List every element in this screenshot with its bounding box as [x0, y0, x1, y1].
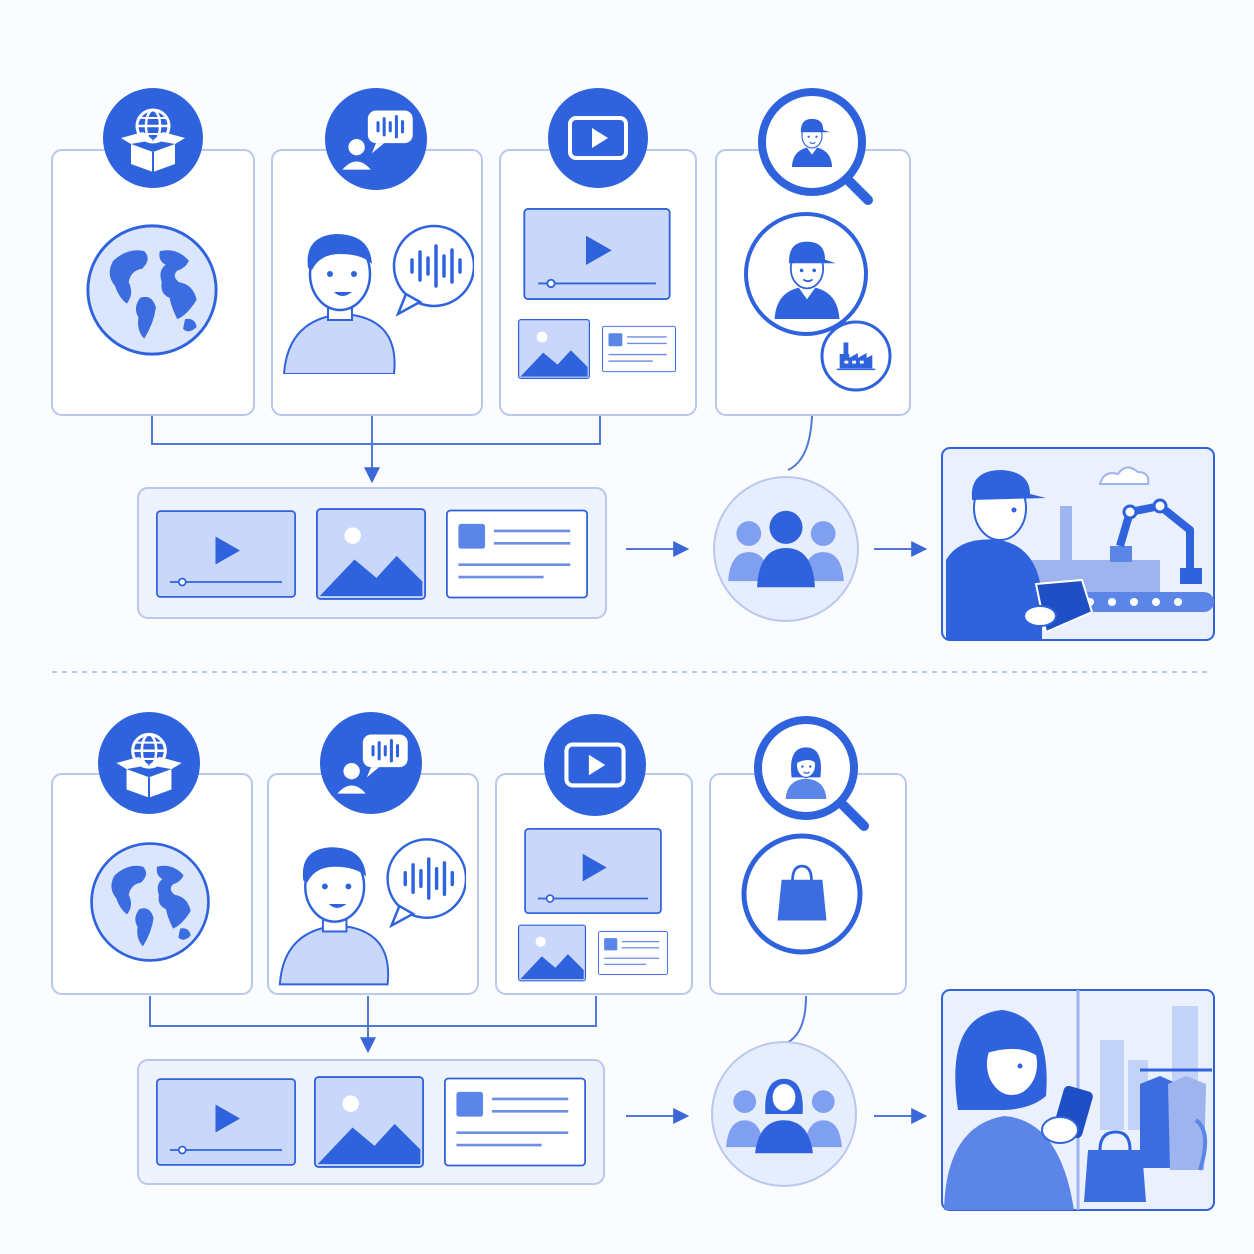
world-input-card[interactable] — [51, 712, 253, 995]
retail-flow-row — [51, 712, 1215, 1211]
image-thumbnail — [518, 318, 590, 380]
retail-scene[interactable] — [941, 989, 1215, 1211]
worker-search-icon — [758, 88, 873, 205]
voice-input-card[interactable] — [267, 712, 479, 995]
speaker-voice-icon — [325, 88, 427, 190]
audience-node[interactable] — [711, 1041, 857, 1187]
globe-box-icon — [98, 712, 200, 814]
combined-media-panel[interactable] — [137, 1059, 605, 1185]
image-thumbnail — [316, 508, 426, 600]
merge-connector — [151, 416, 601, 445]
video-thumbnail — [523, 208, 671, 300]
globe-illustration — [90, 842, 210, 962]
video-thumbnail — [156, 510, 296, 598]
image-thumbnail — [314, 1076, 424, 1168]
world-input-card[interactable] — [51, 88, 255, 416]
text-card — [602, 325, 676, 373]
image-thumbnail — [518, 924, 586, 982]
merge-connector — [149, 996, 597, 1027]
speaker-voice-icon — [320, 712, 422, 814]
text-card — [598, 930, 668, 976]
audience-node[interactable] — [713, 476, 859, 622]
persona-connector — [783, 995, 807, 1045]
industrial-flow-row — [51, 88, 1215, 641]
voice-input-card[interactable] — [271, 88, 483, 416]
media-input-card[interactable] — [495, 714, 693, 995]
persona-input-card[interactable] — [709, 716, 907, 995]
globe-illustration — [86, 224, 218, 356]
video-thumbnail — [524, 828, 662, 914]
shopper-search-icon — [754, 716, 869, 831]
combined-media-panel[interactable] — [137, 487, 607, 619]
text-card — [444, 1077, 586, 1167]
text-card — [446, 509, 588, 599]
globe-box-icon — [103, 88, 203, 188]
video-play-icon — [544, 714, 646, 816]
media-input-card[interactable] — [499, 88, 697, 416]
video-thumbnail — [156, 1078, 296, 1166]
persona-connector — [787, 415, 813, 471]
video-play-icon — [548, 88, 648, 188]
persona-input-card[interactable] — [715, 88, 911, 416]
factory-scene[interactable] — [941, 447, 1215, 641]
